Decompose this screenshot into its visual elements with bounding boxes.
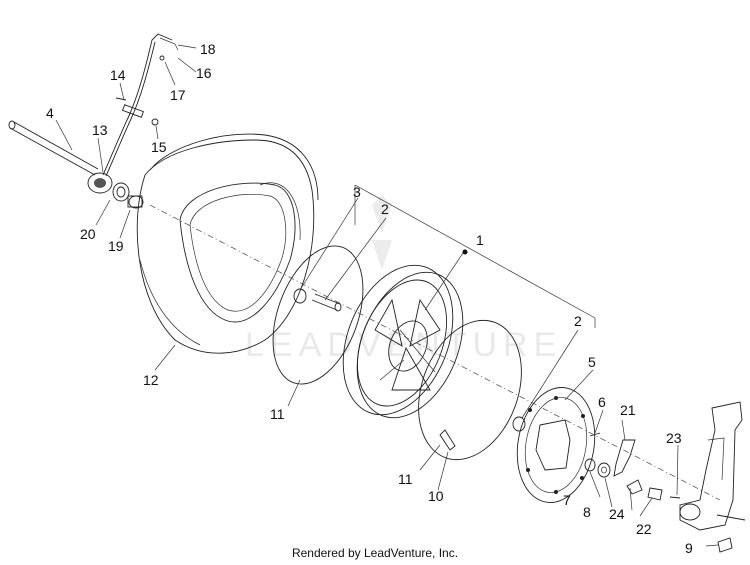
callout-labels: 1 2 2 3 4 5 6 7 8 9 10 11 11 12 13 14 15…: [46, 41, 693, 556]
spacer-pin: [311, 293, 342, 312]
callout-1: 1: [476, 232, 484, 248]
assembly-dot: [462, 249, 468, 255]
callout-20: 20: [80, 226, 96, 242]
callout-6: 6: [598, 394, 606, 410]
callout-2: 2: [381, 201, 389, 217]
brake-disc: [516, 387, 596, 503]
callout-3: 3: [353, 184, 361, 200]
callout-10: 10: [428, 488, 444, 504]
hub-bearing-parts: [87, 172, 144, 209]
leader-lines: [55, 44, 721, 547]
callout-11: 11: [398, 471, 413, 487]
callout-13: 13: [92, 122, 108, 138]
rim-rings: [272, 245, 522, 461]
callout-4: 4: [46, 105, 54, 121]
callout-24: 24: [609, 506, 625, 522]
callout-12: 12: [143, 372, 159, 388]
callout-8: 8: [583, 504, 591, 520]
fork-leg: [679, 401, 746, 553]
callout-9: 9: [685, 540, 693, 556]
callout-5: 5: [588, 354, 596, 370]
callout-23: 23: [666, 430, 682, 446]
tire: [136, 133, 319, 354]
callout-11: 11: [270, 406, 285, 422]
callout-19: 19: [108, 238, 124, 254]
small-hardware: [584, 432, 681, 501]
axle: [8, 120, 99, 176]
callout-7: 7: [563, 492, 571, 508]
valve-stem: [439, 429, 456, 451]
speedometer-cable: [102, 33, 179, 177]
footer-credit: Rendered by LeadVenture, Inc.: [291, 546, 459, 560]
callout-16: 16: [196, 65, 212, 81]
watermark-text: LEADVENTURE: [245, 326, 562, 364]
callout-17: 17: [170, 87, 186, 103]
callout-18: 18: [200, 41, 216, 57]
callout-21: 21: [620, 402, 636, 418]
callout-2: 2: [574, 313, 582, 329]
callout-22: 22: [636, 521, 652, 537]
callout-15: 15: [151, 139, 167, 155]
callout-14: 14: [110, 67, 126, 83]
